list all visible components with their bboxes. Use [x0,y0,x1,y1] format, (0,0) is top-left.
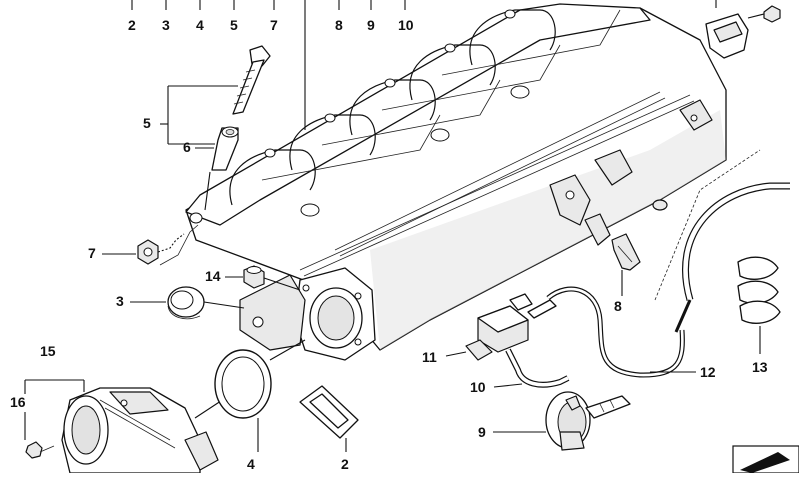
valve-icon [465,293,557,361]
left-callouts: 5 6 7 14 3 [88,85,243,309]
label-top-8: 8 [335,17,343,33]
hose-icon [654,149,790,333]
hose-icon [546,286,685,378]
screw-icon [747,5,781,23]
label-bottom-16: 16 [10,394,26,410]
label-left-6: 6 [183,139,191,155]
nut-icon [243,265,265,289]
bottom-left-callouts: 15 16 [10,343,85,440]
label-left-7: 7 [88,245,96,261]
label-mid-8: 8 [614,298,622,314]
bolt-icon [232,45,271,115]
gasket-icon [299,385,359,439]
label-top-2: 2 [128,17,136,33]
label-top-7: 7 [270,17,278,33]
top-callouts: 2 3 4 5 7 8 9 10 [128,0,414,130]
label-bottom-4: 4 [247,456,255,472]
clamp-icon [737,256,781,324]
label-mid-11: 11 [422,349,437,365]
label-top-10: 10 [398,17,414,33]
throttle-body-icon [61,387,219,474]
label-top-9: 9 [367,17,375,33]
nut-icon [137,233,185,265]
sleeve-icon [211,126,239,171]
screw-icon [25,441,55,459]
label-top-5: 5 [230,17,238,33]
intake-manifold-icon [185,3,727,361]
sensor-icon [705,0,749,59]
label-bottom-15: 15 [40,343,56,359]
hose-icon [505,348,570,388]
label-left-5: 5 [143,115,151,131]
label-top-4: 4 [196,17,204,33]
label-left-3: 3 [116,293,124,309]
label-mid-10: 10 [470,379,486,395]
catalog-marker-icon [732,445,799,474]
label-top-3: 3 [162,17,170,33]
vacuum-unit-icon [545,391,631,451]
seal-ring-icon [167,286,205,320]
label-mid-9: 9 [478,424,486,440]
label-mid-12: 12 [700,364,716,380]
label-left-14: 14 [205,268,221,284]
bracket-clip-icon [611,233,641,271]
seal-ring-icon [214,349,272,419]
label-mid-13: 13 [752,359,768,375]
label-bottom-2: 2 [341,456,349,472]
